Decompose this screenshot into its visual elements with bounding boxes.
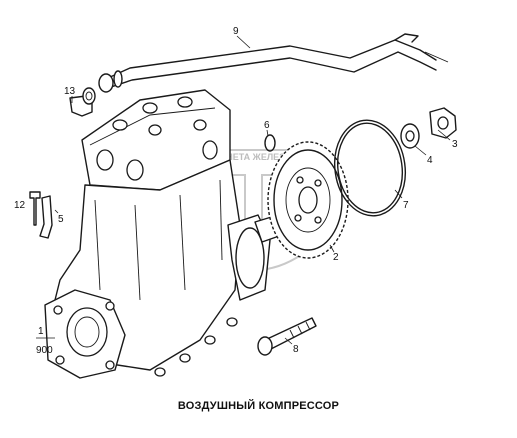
part-12-small-bolt (29, 191, 41, 226)
label-part-1-ref: 900 (36, 345, 53, 356)
watermark-text: ПЛАНЕТА ЖЕЛЕЗЯКА (207, 152, 304, 162)
label-part-6: 6 (264, 120, 270, 131)
part-6-seal-ring (264, 134, 276, 152)
label-part-3: 3 (452, 139, 458, 150)
label-part-4: 4 (427, 155, 433, 166)
part-2-drive-gear (267, 141, 349, 259)
part-8-bolt (257, 317, 317, 356)
part-3-nut (429, 107, 457, 139)
part-7-o-ring (334, 119, 406, 217)
part-5-bracket (39, 195, 53, 239)
label-part-1: 1 (38, 326, 44, 337)
compressor-housing (44, 89, 271, 379)
part-9-air-pipe (98, 33, 449, 93)
label-part-9: 9 (233, 26, 239, 37)
part-13-elbow-fitting (69, 87, 96, 117)
leader-lines (36, 35, 451, 345)
label-part-2: 2 (333, 252, 339, 263)
label-part-13: 13 (64, 86, 76, 97)
part-4-washer (400, 123, 420, 149)
label-part-5: 5 (58, 214, 64, 225)
label-part-7: 7 (403, 200, 409, 211)
diagram-title: ВОЗДУШНЫЙ КОМПРЕССОР (177, 400, 340, 412)
label-part-12: 12 (14, 200, 26, 211)
label-part-8: 8 (293, 344, 299, 355)
part-labels: 9 13 6 3 4 7 2 12 5 8 1 900 (14, 26, 458, 356)
